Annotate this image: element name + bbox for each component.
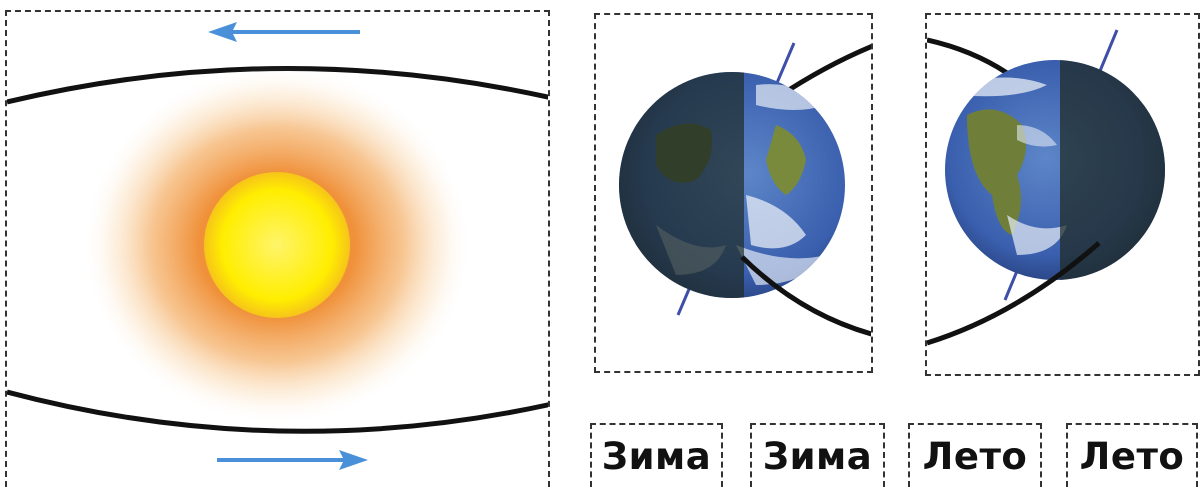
orbit-bottom-curve — [7, 389, 548, 434]
season-card-label: Зима — [601, 434, 712, 478]
orbit-arc-top — [927, 37, 1009, 76]
season-card-winter-2[interactable]: Зима — [750, 423, 885, 487]
orbit-arc-bottom — [927, 241, 1101, 346]
earth-summer-drawing — [927, 29, 1165, 346]
orbit-arc-bottom — [740, 255, 871, 337]
season-card-label: Лето — [1079, 434, 1185, 478]
arrow-right-icon — [217, 450, 368, 470]
season-card-label: Лето — [922, 434, 1028, 478]
orbit-arc-top — [776, 43, 871, 100]
sun-core — [204, 172, 350, 318]
arrow-left-icon — [208, 22, 360, 42]
season-card-label: Зима — [762, 434, 873, 478]
earth-globe — [945, 60, 1165, 280]
sun-orbit-panel[interactable] — [5, 10, 550, 487]
sun-orbit-drawing — [7, 22, 548, 470]
season-card-winter-1[interactable]: Зима — [590, 423, 723, 487]
season-card-summer-1[interactable]: Лето — [908, 423, 1042, 487]
season-card-summer-2[interactable]: Лето — [1066, 423, 1198, 487]
earth-globe — [619, 72, 845, 298]
earth-panel-winter[interactable] — [594, 13, 873, 373]
earth-panel-summer[interactable] — [925, 13, 1200, 376]
earth-winter-drawing — [619, 42, 871, 337]
